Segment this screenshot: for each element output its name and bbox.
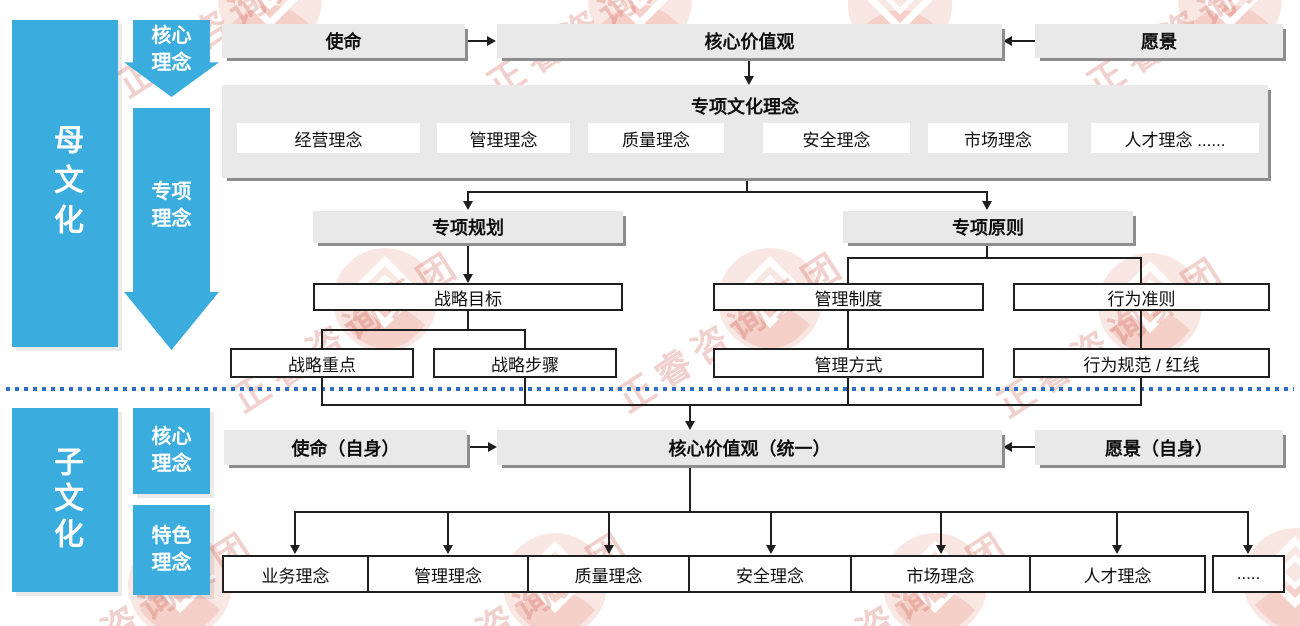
special-idea-arrow-label: 专项理念 xyxy=(151,181,192,230)
distinct-idea-box-label: 特色理念 xyxy=(151,525,192,574)
section-divider-dotted-line xyxy=(6,387,1294,391)
connector-line xyxy=(465,40,487,42)
special-culture-item: 安全理念 xyxy=(763,123,910,153)
child-item-node: 人才理念 xyxy=(1029,555,1206,593)
behavior-norm-node: 行为规范 / 红线 xyxy=(1013,348,1270,378)
core-idea-box: 核心理念 xyxy=(133,408,210,494)
connector-line xyxy=(748,58,750,77)
child-item-node: 安全理念 xyxy=(688,555,852,593)
connector-line xyxy=(940,511,942,545)
connector-line xyxy=(294,511,296,545)
connector-line xyxy=(321,378,323,406)
arrowhead xyxy=(487,36,496,46)
connector-line xyxy=(770,511,772,545)
special-culture-item: 人才理念 ...... xyxy=(1091,123,1259,153)
connector-line xyxy=(524,329,526,348)
strategy-goal-node: 战略目标 xyxy=(313,283,623,311)
connector-line xyxy=(467,191,988,193)
arrowhead xyxy=(463,201,473,210)
child-item-node: 市场理念 xyxy=(850,555,1031,593)
connector-line xyxy=(321,329,526,331)
connector-line xyxy=(746,178,748,193)
connector-line xyxy=(467,243,469,275)
arrowhead xyxy=(604,545,614,554)
connector-line xyxy=(1247,511,1249,545)
strategy-steps-node: 战略步骤 xyxy=(433,348,617,378)
child-item-node: 业务理念 xyxy=(222,555,369,593)
special-culture-title: 专项文化理念 xyxy=(691,97,799,117)
parent-culture-label: 母文化 xyxy=(49,123,82,244)
brand-watermark-text: 正睿咨询集团 xyxy=(990,247,1234,426)
connector-line xyxy=(1012,446,1035,448)
child-mission-node: 使命（自身） xyxy=(224,430,467,465)
connector-line xyxy=(847,257,849,283)
connector-line xyxy=(847,311,849,348)
child-item-node: 管理理念 xyxy=(367,555,529,593)
arrowhead xyxy=(1003,442,1012,452)
connector-line xyxy=(467,446,488,448)
arrowhead xyxy=(488,442,497,452)
behavior-code-node: 行为准则 xyxy=(1013,283,1270,311)
child-culture-label: 子文化 xyxy=(49,446,82,554)
child-item-node: 质量理念 xyxy=(527,555,690,593)
connector-line xyxy=(847,257,1142,259)
arrowhead xyxy=(936,545,946,554)
arrowhead xyxy=(1003,36,1012,46)
core-idea-arrow: 核心理念 xyxy=(124,20,219,97)
mission-node: 使命 xyxy=(222,24,465,58)
connector-line xyxy=(447,511,449,545)
connector-line xyxy=(321,329,323,348)
arrowhead xyxy=(685,421,695,430)
connector-line xyxy=(847,378,849,406)
special-culture-item: 市场理念 xyxy=(928,123,1068,153)
connector-line xyxy=(1140,257,1142,283)
connector-line xyxy=(321,404,1142,406)
child-core-values-node: 核心价值观（统一） xyxy=(497,430,1002,465)
connector-line xyxy=(1116,511,1118,545)
connector-line xyxy=(689,465,691,513)
special-culture-item: 质量理念 xyxy=(588,123,724,153)
special-planning-node: 专项规划 xyxy=(313,211,623,243)
special-principles-node: 专项原则 xyxy=(843,211,1133,243)
arrowhead xyxy=(443,545,453,554)
brand-watermark-text: 正睿咨询集团 xyxy=(610,242,854,421)
arrowhead xyxy=(290,545,300,554)
connector-line xyxy=(1140,378,1142,406)
connector-line xyxy=(689,404,691,422)
connector-line xyxy=(608,511,610,545)
connector-line xyxy=(1012,40,1035,42)
special-idea-arrow: 专项理念 xyxy=(124,108,219,350)
connector-line xyxy=(1140,311,1142,348)
connector-line xyxy=(986,243,988,259)
arrowhead xyxy=(766,545,776,554)
core-idea-box-label: 核心理念 xyxy=(151,426,192,475)
connector-line xyxy=(467,191,469,202)
connector-line xyxy=(467,311,469,331)
core-idea-arrow-label: 核心理念 xyxy=(151,25,192,74)
connector-line xyxy=(524,378,526,406)
mgmt-mode-node: 管理方式 xyxy=(713,348,984,378)
parent-culture-bar: 母文化 xyxy=(12,20,118,347)
special-culture-item: 管理理念 xyxy=(437,123,570,153)
connector-line xyxy=(986,191,988,202)
arrowhead xyxy=(463,274,473,283)
distinct-idea-box: 特色理念 xyxy=(133,505,210,595)
child-culture-bar: 子文化 xyxy=(12,408,118,592)
arrowhead xyxy=(1112,545,1122,554)
arrowhead xyxy=(744,76,754,85)
core-values-node: 核心价值观 xyxy=(497,24,1002,58)
mgmt-system-node: 管理制度 xyxy=(713,283,984,311)
vision-node: 愿景 xyxy=(1035,24,1283,58)
arrowhead xyxy=(982,201,992,210)
arrowhead xyxy=(1243,545,1253,554)
strategy-focus-node: 战略重点 xyxy=(230,348,414,378)
child-item-node: ..... xyxy=(1212,555,1285,593)
special-culture-item: 经营理念 xyxy=(237,123,420,153)
child-vision-node: 愿景（自身） xyxy=(1035,430,1283,465)
